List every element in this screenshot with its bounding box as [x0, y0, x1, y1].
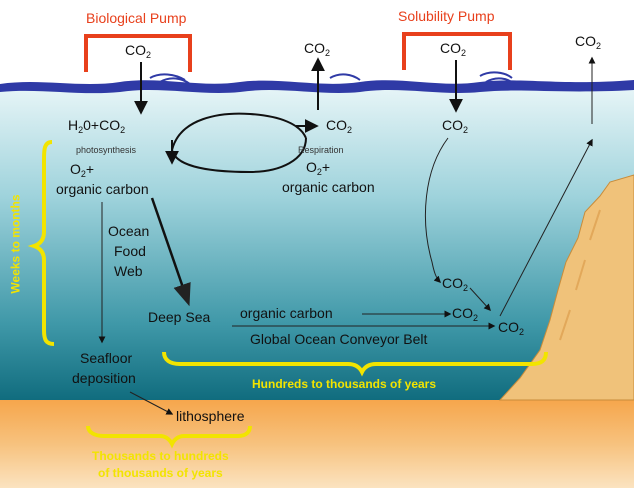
ocean-food-web-2: Food — [114, 243, 146, 259]
photosynthesis-label: photosynthesis — [76, 145, 137, 155]
timescale-thousands-2: of thousands of years — [98, 466, 223, 480]
co2-sol-atmos: CO2 — [440, 40, 467, 58]
arrow-upwelling-co2 — [499, 138, 593, 317]
arrow-to-deep-sea — [150, 197, 191, 307]
ocean-food-web-3: Web — [114, 263, 143, 279]
seafloor-label-2: deposition — [72, 370, 136, 386]
land-texture — [559, 209, 601, 341]
cycle-loop-bottom — [171, 137, 307, 174]
timescale-weeks: Weeks to months — [8, 194, 23, 294]
wave-crest-mid — [329, 73, 361, 81]
arrow-sol-co2-deep — [424, 137, 449, 283]
seafloor-sediment — [0, 400, 634, 488]
biological-pump-bracket — [84, 34, 192, 72]
organic-carbon-right: organic carbon — [282, 179, 375, 195]
h2o-plus-co2: H20+CO2 — [68, 117, 126, 135]
continental-land — [498, 174, 634, 401]
solubility-pump-bracket — [402, 32, 512, 70]
solubility-pump-title: Solubility Pump — [398, 8, 495, 24]
organic-carbon-deep: organic carbon — [240, 305, 333, 321]
o2-plus-left: O2+ — [70, 161, 95, 179]
wave-crest-right — [479, 71, 515, 85]
brace-hundreds — [162, 351, 548, 377]
brace-weeks — [27, 140, 55, 346]
co2-upwell-atmos: CO2 — [575, 33, 602, 51]
lithosphere-label: lithosphere — [176, 408, 245, 424]
conveyor-belt-label: Global Ocean Conveyor Belt — [250, 331, 428, 347]
ocean-food-web-1: Ocean — [108, 223, 150, 239]
seafloor-label-1: Seafloor — [80, 350, 133, 366]
co2-respiration: CO2 — [326, 117, 353, 135]
co2-resp-atmos: CO2 — [304, 40, 331, 58]
arrow-to-lithosphere — [129, 391, 174, 415]
ocean-water — [0, 84, 634, 404]
brace-thousands — [86, 425, 252, 449]
arrow-deep-co2-to-co2 — [469, 287, 491, 312]
o2-plus-right: O2+ — [306, 159, 331, 177]
co2-bio-atmos: CO2 — [125, 42, 152, 60]
co2-deep-mid: CO2 — [442, 275, 469, 293]
co2-sol-water: CO2 — [442, 117, 469, 135]
co2-deep-organic: CO2 — [452, 305, 479, 323]
wave-crest-left — [149, 73, 191, 85]
co2-upwell-start: CO2 — [498, 319, 525, 337]
biological-pump-title: Biological Pump — [86, 10, 187, 26]
cycle-loop-top — [171, 112, 307, 151]
deep-sea-label: Deep Sea — [148, 309, 211, 325]
respiration-label: Respiration — [298, 145, 344, 155]
organic-carbon-left: organic carbon — [56, 181, 149, 197]
timescale-hundreds: Hundreds to thousands of years — [252, 377, 437, 391]
timescale-thousands-1: Thousands to hundreds — [92, 449, 229, 463]
